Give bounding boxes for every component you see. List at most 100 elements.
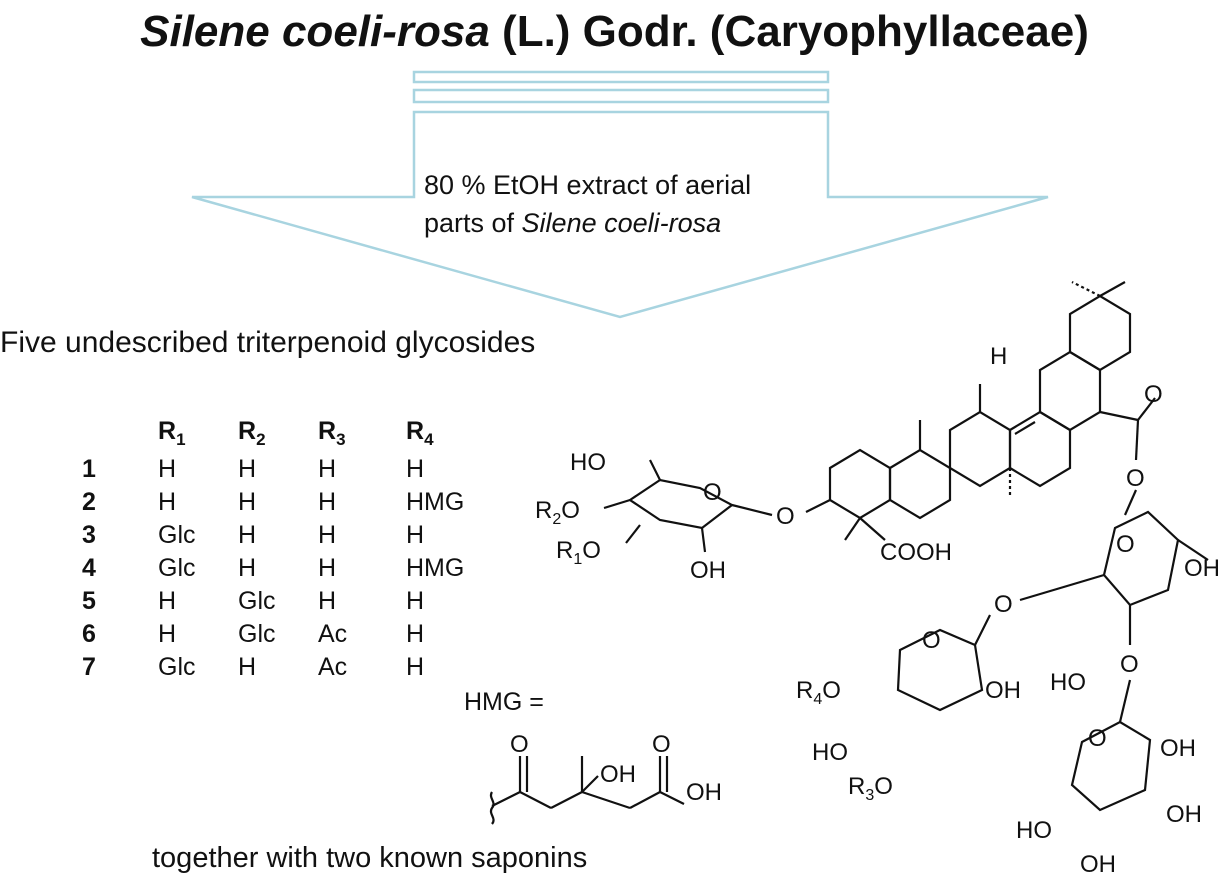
cell-r3: Ac xyxy=(318,620,348,648)
arrow-caption-line2: parts of Silene coeli-rosa xyxy=(424,204,751,242)
ring-a xyxy=(828,448,892,520)
hmg-atom-oh: OH xyxy=(600,761,636,788)
ring-f xyxy=(1068,294,1132,372)
oh-bond xyxy=(700,527,707,553)
cell-r3: H xyxy=(318,554,337,582)
atom-ho-ring2: HO xyxy=(812,739,848,766)
atom-oh-glc: OH xyxy=(690,557,726,584)
table-header-row: R1 R2 R3 R4 xyxy=(62,413,506,453)
atom-oh-ring3a: OH xyxy=(1160,735,1196,762)
cell-r1: Glc xyxy=(158,653,196,681)
glycosidic-bond xyxy=(731,503,773,517)
hmg-bond xyxy=(581,790,631,810)
cell-r4: H xyxy=(406,587,425,615)
methyl-bond xyxy=(1099,281,1126,297)
atom-o-ring-glc: O xyxy=(703,479,722,506)
cell-r3: Ac xyxy=(318,653,348,681)
ring-b xyxy=(888,448,952,520)
atom-ho-ring3: HO xyxy=(1016,817,1052,844)
table-row: 1 H H H H xyxy=(62,453,506,486)
carbonyl-bond xyxy=(1137,397,1156,421)
hmg-atom-oh2: OH xyxy=(686,779,722,806)
bridge-bond xyxy=(1019,573,1105,602)
hmg-bond xyxy=(550,791,583,809)
cell-r2: H xyxy=(238,653,257,681)
cell-r2: H xyxy=(238,554,257,582)
arrow-caption-line1: 80 % EtOH extract of aerial xyxy=(424,170,752,200)
ro-bond xyxy=(625,524,641,544)
table-header-r4: R4 xyxy=(406,416,434,449)
hmg-bond xyxy=(629,791,661,809)
atom-oh-ring3b: OH xyxy=(1166,801,1202,828)
ch2-bond xyxy=(649,459,661,481)
ring-d xyxy=(1008,410,1072,488)
arrow-caption-prefix: parts of xyxy=(424,208,522,238)
hmg-atom-o2: O xyxy=(652,731,671,758)
cell-r2: H xyxy=(238,488,257,516)
ring-c xyxy=(948,410,1012,488)
cell-r3: H xyxy=(318,521,337,549)
atom-cooh: COOH xyxy=(880,539,952,566)
extraction-arrow xyxy=(191,70,1049,319)
compound-number: 5 xyxy=(82,587,96,615)
ester-bond xyxy=(1134,419,1140,461)
triterpenoid-core xyxy=(805,281,1156,541)
compounds-heading: Five undescribed triterpenoid glycosides xyxy=(0,326,536,359)
atom-o-ring2: O xyxy=(922,627,941,654)
arrow-caption-species: Silene coeli-rosa xyxy=(521,208,722,238)
bridge-bond xyxy=(974,614,991,646)
ester-bond xyxy=(1099,410,1139,422)
hmg-atom-o1: O xyxy=(510,731,529,758)
footer-caption: together with two known saponins xyxy=(152,842,588,874)
atom-ho-ring1: HO xyxy=(1050,669,1086,696)
cell-r3: H xyxy=(318,455,337,483)
methyl-bond xyxy=(844,517,861,541)
oh-bond xyxy=(1177,539,1209,561)
arrow-body xyxy=(191,110,1049,319)
cell-r4: H xyxy=(406,521,425,549)
link-bond xyxy=(1118,679,1132,723)
atom-oh-ring2: OH xyxy=(985,677,1021,704)
cell-r1: Glc xyxy=(158,521,196,549)
cell-r4: H xyxy=(406,455,425,483)
table-header-r1: R1 xyxy=(158,416,186,449)
hmg-label: HMG = xyxy=(464,688,544,716)
glucose-left xyxy=(603,459,773,553)
atom-o-bridge: O xyxy=(994,591,1013,618)
cell-r4: H xyxy=(406,620,425,648)
table-row: 7 Glc H Ac H xyxy=(62,651,506,684)
table-header-r2: R2 xyxy=(238,416,266,449)
cell-r4: H xyxy=(406,653,425,681)
cell-r3: H xyxy=(318,587,337,615)
atom-ho-ch2: HO xyxy=(570,449,606,476)
hmg-bond xyxy=(491,791,521,807)
cell-r2: Glc xyxy=(238,587,276,615)
ester-bond xyxy=(1123,489,1138,516)
hmg-bond xyxy=(659,791,685,805)
sugar-ring xyxy=(896,628,984,712)
ro-bond xyxy=(603,498,631,510)
cell-r4: HMG xyxy=(406,554,465,582)
atom-r3o: R3O xyxy=(848,773,893,804)
sugar-ring xyxy=(1070,720,1152,812)
hmg-structure xyxy=(489,756,685,825)
atom-o-ester: O xyxy=(1126,465,1145,492)
cell-r3: H xyxy=(318,488,337,516)
arrow-stripe-1 xyxy=(412,70,830,84)
cell-r1: H xyxy=(158,455,177,483)
cell-r2: H xyxy=(238,521,257,549)
compound-number: 1 xyxy=(82,455,96,483)
atom-o-link: O xyxy=(776,503,795,530)
atom-o-ring1: O xyxy=(1116,531,1135,558)
o-link-bond xyxy=(805,499,831,513)
sugar-chain-right xyxy=(896,510,1209,812)
atom-r1o: R1O xyxy=(556,537,601,568)
table-header-blank xyxy=(62,413,158,453)
cell-r2: H xyxy=(238,455,257,483)
compound-number: 7 xyxy=(82,653,96,681)
